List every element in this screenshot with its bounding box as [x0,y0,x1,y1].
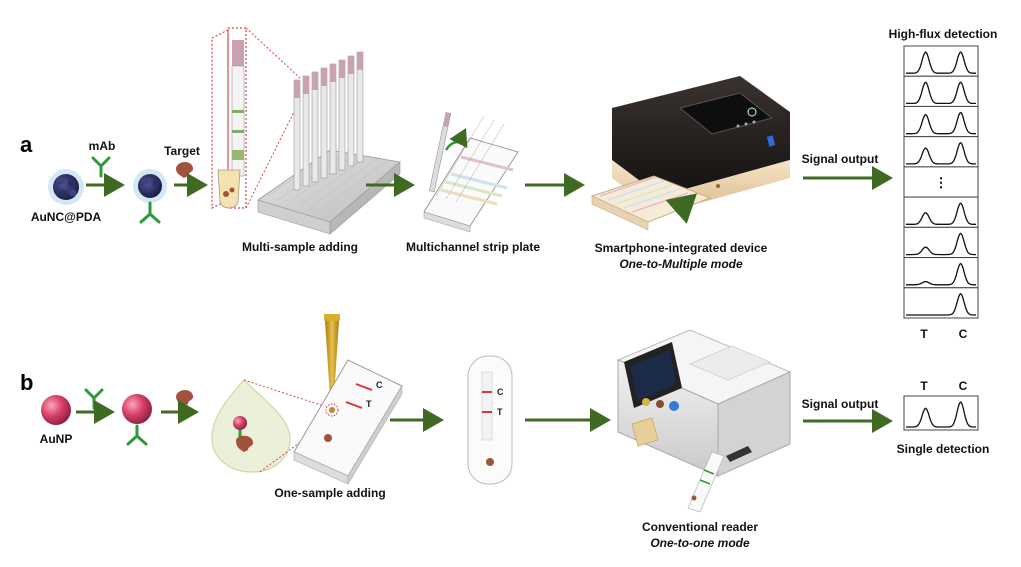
one-sample-drop-zoom [211,379,331,473]
aunc-label: AuNC@PDA [31,210,102,224]
multi-sample-zoom [211,27,301,209]
aunp-label: AuNP [40,432,73,446]
single-trace-curve [906,401,976,428]
signal-output-a-label: Signal output [802,152,879,166]
high-flux-trace-2-frame [903,75,979,107]
device-mode: One-to-Multiple mode [619,257,743,271]
test-cassette-b: C T [293,359,403,486]
one-sample-label: One-sample adding [274,486,385,500]
aunp-particle [41,395,71,425]
target-icon-b [176,390,194,406]
target-icon [176,162,194,178]
reader-strip [687,451,725,513]
aunc-pda-particle [48,169,84,205]
cassette-c-label: C [376,380,383,390]
reader-mode: One-to-one mode [650,536,750,550]
high-flux-trace-8-frame [903,257,979,289]
single-detection-label: Single detection [897,442,990,456]
high-flux-trace-3-curve [906,111,976,135]
high-flux-trace-1-frame [903,45,979,77]
target-label: Target [164,144,200,158]
high-flux-trace-2-curve [906,81,976,105]
smartphone-device [612,76,790,214]
high-flux-traces: ⋮ [903,45,979,319]
high-flux-trace-8-curve [906,262,976,286]
multi-sample-plate [257,51,401,235]
smartphone-device-tray [590,175,712,231]
multichannel-strip-plate [423,112,519,233]
high-flux-ellipsis: ⋮ [935,175,948,190]
conventional-reader [616,329,792,477]
cassette-t-label: T [366,399,372,409]
high-flux-t-label: T [920,327,928,341]
multichannel-label: Multichannel strip plate [406,240,540,254]
high-flux-trace-3-frame [903,105,979,138]
high-flux-trace-6-frame [903,196,979,228]
high-flux-trace-9-curve [906,292,976,316]
result-t-label: T [497,407,503,417]
high-flux-trace-1-curve [906,51,976,74]
result-c-label: C [497,387,504,397]
high-flux-trace-4-frame [903,136,979,168]
mab-label: mAb [89,139,116,153]
antibody-icon-b [84,388,104,410]
aunc-mab-conjugate [133,169,167,224]
reader-title: Conventional reader [642,520,758,534]
single-detection-trace [903,395,979,431]
high-flux-trace-6-curve [906,202,976,225]
high-flux-trace-5-frame [903,166,979,198]
aunp-mab-conjugate [122,394,152,446]
high-flux-trace-9-frame [903,287,979,319]
multi-sample-label: Multi-sample adding [242,240,358,254]
high-flux-c-label: C [959,327,968,341]
signal-output-b-label: Signal output [802,397,879,411]
single-trace-frame [903,395,979,431]
high-flux-trace-4-curve [906,141,976,165]
device-title: Smartphone-integrated device [595,241,768,255]
single-c-label: C [959,379,968,393]
single-t-label: T [920,379,928,393]
pipette-tip [324,314,340,398]
test-cassette-result: C T [467,355,513,485]
panel-label-b: b [20,370,33,395]
panel-label-a: a [20,132,33,157]
high-flux-trace-7-curve [906,232,976,256]
high-flux-title: High-flux detection [889,27,998,41]
high-flux-trace-7-frame [903,226,979,259]
antibody-icon [91,156,111,178]
